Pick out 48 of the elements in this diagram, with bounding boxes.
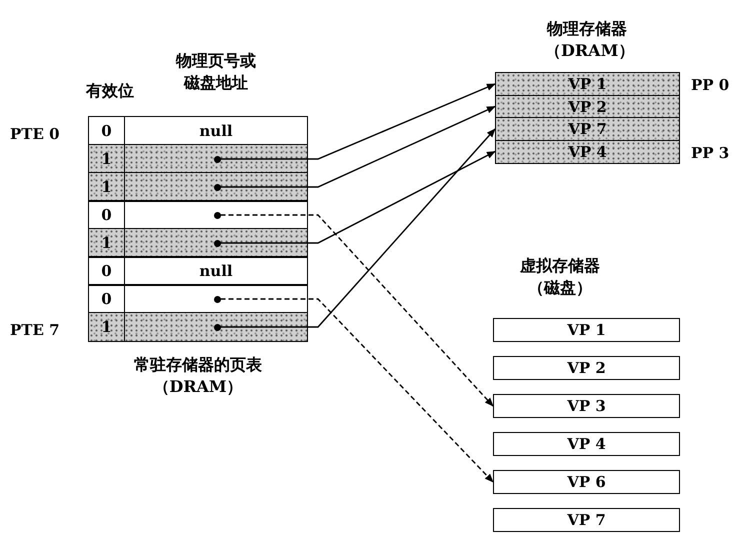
- memory-page: [493, 394, 680, 418]
- valid-bit: 1: [89, 313, 125, 340]
- pointer-dot: [214, 240, 220, 246]
- page-label: VP 7: [568, 120, 607, 138]
- memory-heading: 物理存储器（DRAM）: [545, 18, 629, 62]
- page-label: VP 1: [567, 321, 606, 339]
- memory-page: [493, 318, 680, 342]
- page-table-entry: [88, 312, 308, 342]
- pointer-dot: [214, 324, 220, 330]
- memory-page: [495, 117, 680, 141]
- column-heading: 物理页号或磁盘地址: [174, 50, 257, 94]
- memory-page: [495, 94, 680, 118]
- valid-bit: 1: [89, 229, 125, 256]
- memory-page: [493, 356, 680, 380]
- page-label: VP 3: [567, 397, 606, 415]
- pointer-dot: [214, 212, 220, 218]
- page-label: VP 7: [567, 511, 606, 529]
- memory-page: [493, 432, 680, 456]
- dashed-arrow: [220, 214, 494, 407]
- valid-bit: 0: [89, 257, 125, 284]
- memory-page: [493, 470, 680, 494]
- memory-page: [493, 508, 680, 532]
- valid-bit: 1: [89, 173, 125, 200]
- page-label: VP 4: [567, 435, 606, 453]
- page-number: PP 3: [691, 144, 730, 162]
- memory-page: [495, 72, 680, 96]
- page-table-entry: [88, 228, 308, 258]
- dashed-arrow: [220, 298, 494, 483]
- page-label: VP 1: [568, 75, 607, 93]
- column-heading: 虚拟存储器（磁盘）: [518, 255, 601, 298]
- address-text: null: [199, 122, 233, 140]
- address-text: null: [199, 262, 233, 280]
- page-label: VP 6: [567, 473, 606, 491]
- entry-label: PTE 0: [10, 124, 60, 143]
- pointer-dot: [214, 156, 220, 162]
- page-label: VP 2: [568, 98, 607, 116]
- page-table-entry: [88, 172, 308, 202]
- page-label: VP 2: [567, 359, 606, 377]
- page-table-entry: [88, 144, 308, 174]
- entry-label: PTE 7: [10, 320, 60, 339]
- table-caption: 常驻存储器的页表（DRAM）: [133, 354, 263, 398]
- column-heading: 有效位: [84, 80, 135, 102]
- pointer-dot: [214, 296, 220, 302]
- page-label: VP 4: [568, 142, 607, 160]
- page-table-entry: [88, 256, 308, 286]
- pointer-dot: [214, 184, 220, 190]
- memory-page: [495, 140, 680, 164]
- page-number: PP 0: [691, 76, 730, 94]
